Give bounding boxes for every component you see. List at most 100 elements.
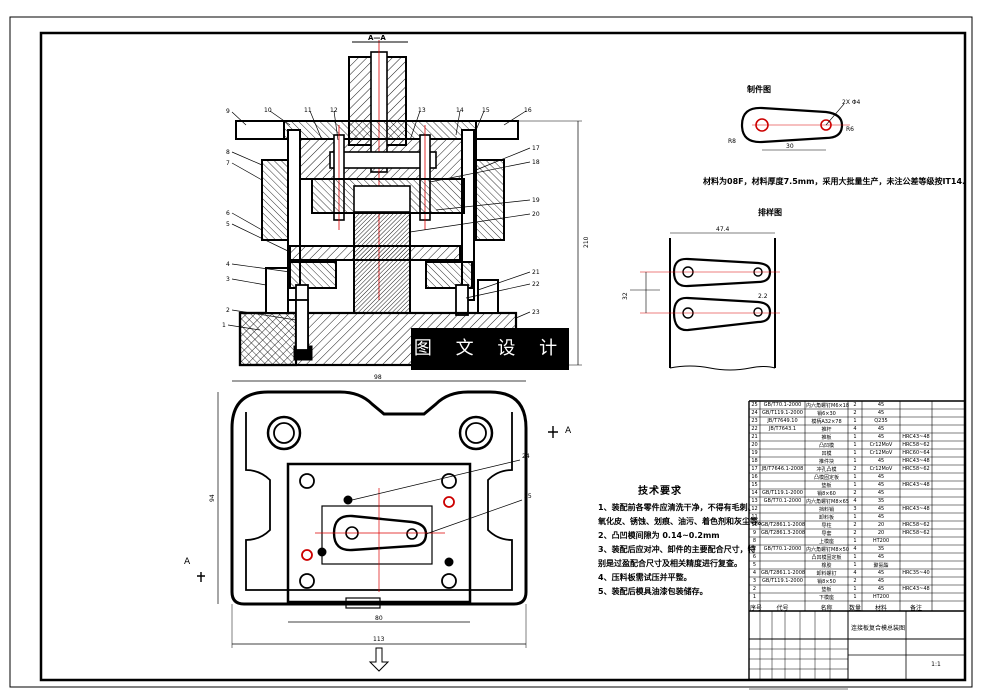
tech-requirements-title: 技术要求 [638,486,682,497]
title-block-cell: 45 [877,434,885,440]
title-block-cell: 10 [751,522,758,528]
title-block-cell: 内六角螺钉M8×65 [806,499,850,505]
callout-10: 10 [264,107,272,114]
callout-20: 20 [532,211,540,218]
title-block-cell: 23 [751,418,758,424]
title-block-cell: JB/T7646.1-2008 [761,466,804,472]
layout-view-caption: 排样图 [758,208,782,217]
title-block-cell: GB/T70.1-2000 [763,546,802,552]
title-block-cell: 11 [751,514,758,520]
dim-layout-pitch: 32 [622,292,629,300]
title-block-cell: Cr12MoV [869,450,893,456]
section-label-left: A [184,557,191,567]
title-block-cell: 4 [853,546,857,552]
title-block-cell: 1 [853,586,857,592]
title-block-cell: 1 [853,474,857,480]
title-block-cell: GB/T119.1-2000 [762,578,803,584]
title-block-cell: 45 [877,490,885,496]
layout-view [630,232,780,371]
title-block-cell: 4 [853,570,857,576]
title-block-cell: Q235 [874,418,888,424]
callout-16: 16 [524,107,532,114]
title-block-cell: 内六角螺钉M6×18 [806,403,850,409]
callout-23: 23 [532,309,540,316]
title-block-cell: 上模座 [818,539,834,545]
callout-4: 4 [226,261,230,268]
title-block-cell: Cr12MoV [869,442,893,448]
title-block-cell: 下模座 [818,595,834,601]
title-block-cell: 1 [853,482,857,488]
title-block-cell: 45 [877,426,885,432]
dim-part-r-left: R8 [728,138,736,145]
callout-24: 24 [522,453,530,460]
title-block-cell: 1 [853,514,857,520]
title-block-cell: 9 [752,530,757,536]
title-block-cell: 5 [752,562,757,568]
title-block-cell: GB/T70.1-2000 [763,498,802,504]
title-block-cell: 2 [853,490,857,496]
title-block-cell: 6 [752,554,757,560]
title-block-cell: GB/T119.1-2000 [762,490,803,496]
title-block-cell: 13 [751,498,758,504]
material-note: 材料为08F，材料厚度7.5mm，采用大批量生产，未注公差等级按IT14. [703,177,966,186]
title-block-cell: 24 [751,410,758,416]
title-block-cell: 20 [877,530,885,536]
title-block-cell: 25 [751,402,758,408]
title-block-cell: 挡料销 [818,507,834,513]
title-block-cell: 1 [853,442,857,448]
title-block-cell: HRC58~62 [902,530,930,536]
title-block-cell: HRC43~48 [902,482,930,488]
title-block-cell: JB/T7649.10 [767,418,798,424]
dim-top-height: 210 [583,236,590,248]
title-block-header-cell: 代号 [776,605,789,612]
title-block-cell: 7 [752,546,757,552]
title-block-cell: 2 [853,402,857,408]
title-block-cell: 导套 [821,531,832,537]
title-block-cell: 45 [877,506,885,512]
callout-21: 21 [532,269,540,276]
tech-requirement-line: 别是过盈配合尺寸及相关精度进行复查。 [598,559,742,568]
title-block-cell: 14 [751,490,758,496]
title-block-cell: HRC58~62 [902,522,930,528]
callout-3: 3 [226,276,230,283]
part-view-caption: 制件图 [747,85,771,94]
title-block-cell: 卸料螺钉 [816,571,837,577]
dim-plan-height: 94 [209,494,216,502]
callout-18: 18 [532,159,540,166]
title-block-cell: 冲孔凸模 [816,467,837,473]
title-block-cell: 1 [853,450,857,456]
title-block-cell: 45 [877,514,885,520]
title-block-cell: 卸料板 [818,515,834,521]
title-block-header-cell: 备注 [909,605,922,612]
title-block-cell: 20 [751,442,758,448]
title-block-cell: 1 [853,434,857,440]
title-block-cell: HT200 [872,538,890,544]
title-block-cell: GB/T119.1-2000 [762,410,803,416]
title-block-cell: 4 [853,426,857,432]
title-block-cell: 45 [877,458,885,464]
title-block-cell: 凸模固定板 [813,475,839,481]
tech-requirement-line: 4、压料板需试压并平整。 [598,573,692,582]
title-block-cell: 35 [877,498,885,504]
callout-15: 15 [482,107,490,114]
title-block-cell: 1 [853,458,857,464]
plan-view [197,380,558,672]
callout-7: 7 [226,160,230,167]
title-block-grid [748,400,966,690]
section-label-right: A [565,426,572,436]
title-block-cell: HRC35~40 [902,570,930,576]
callout-25: 25 [524,493,532,500]
title-block-cell: 导柱 [821,523,832,529]
title-block-cell: 销6×30 [817,411,836,417]
title-block-header-cell: 名称 [820,605,833,612]
title-block-cell: 1 [752,594,757,600]
title-block-cell: 18 [751,458,758,464]
title-block-cell: 2 [752,586,757,592]
title-block-cell: 45 [877,482,885,488]
watermark-badge: 图 文 设 计 [411,328,569,370]
drawing-name: 连接板复合模总装图 [850,625,905,632]
title-block-cell: 内六角螺钉M8×50 [806,547,850,553]
title-block-cell: 销8×60 [817,491,836,497]
title-block-cell: 凹模 [821,451,832,457]
title-block-cell: 2 [853,530,857,536]
